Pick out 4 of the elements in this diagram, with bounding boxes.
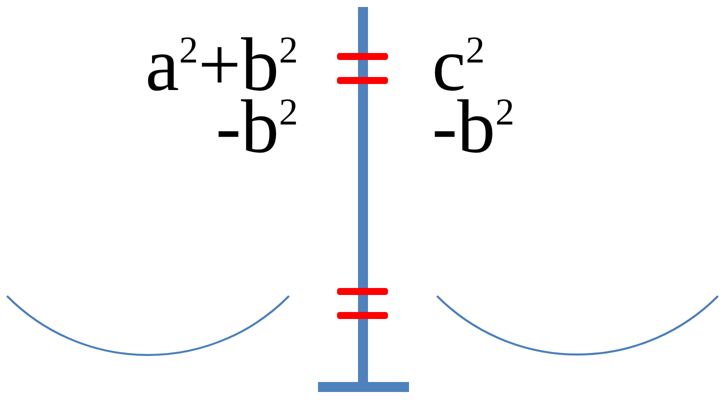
equation-term: -b$^{2}$ [216,97,298,158]
equation-term: -b$^{2}$ [432,97,514,158]
equation-term: a$^{2}$+b$^{2}$ [145,35,298,96]
equation-term: c$^{2}$ [432,35,485,96]
